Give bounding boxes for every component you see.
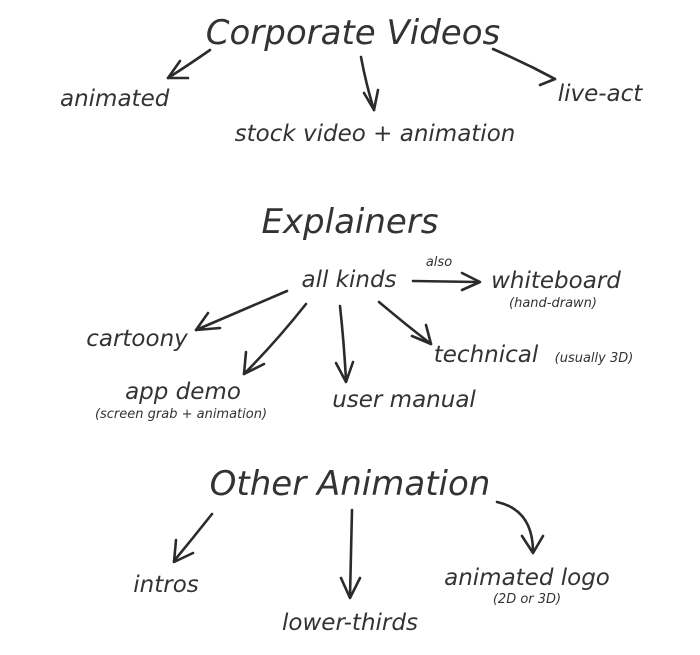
- node-animated-logo: animated logo: [444, 565, 610, 591]
- arrow-allkinds-to-cartoony: [194, 289, 289, 332]
- arrow-corporate-to-animated: [166, 48, 212, 80]
- arrow-allkinds-to-usermanual: [334, 304, 355, 384]
- node-all-kinds: all kinds: [301, 267, 396, 293]
- node-stock-video-animation: stock video + animation: [235, 121, 516, 147]
- note-usually-3d: (usually 3D): [555, 351, 634, 366]
- title-corporate-videos: Corporate Videos: [206, 13, 501, 53]
- arrow-corporate-to-stock: [359, 55, 380, 112]
- node-intros: intros: [133, 572, 199, 598]
- note-screen-grab: (screen grab + animation): [95, 407, 267, 422]
- note-also: also: [426, 255, 452, 270]
- section-corporate-videos: Corporate Videos animated stock video + …: [60, 13, 643, 147]
- arrow-other-to-lowerthirds: [339, 508, 362, 600]
- arrow-other-to-animatedlogo: [495, 500, 545, 555]
- title-explainers: Explainers: [261, 202, 438, 242]
- node-technical: technical: [434, 342, 539, 368]
- arrow-corporate-to-liveact: [491, 47, 557, 87]
- node-live-act: live-act: [558, 81, 644, 107]
- arrow-allkinds-to-appdemo: [242, 302, 308, 376]
- node-whiteboard: whiteboard: [491, 268, 621, 294]
- arrow-other-to-intros: [172, 512, 214, 564]
- node-lower-thirds: lower-thirds: [282, 610, 418, 636]
- section-explainers: Explainers all kinds also whiteboard (ha…: [86, 202, 633, 422]
- note-hand-drawn: (hand-drawn): [509, 296, 597, 311]
- node-app-demo: app demo: [125, 379, 241, 405]
- section-other-animation: Other Animation intros lower-thirds anim…: [133, 464, 610, 636]
- node-cartoony: cartoony: [86, 326, 188, 352]
- note-2d-or-3d: (2D or 3D): [493, 592, 561, 607]
- arrow-allkinds-to-whiteboard: [411, 271, 482, 292]
- title-other-animation: Other Animation: [210, 464, 491, 504]
- arrow-allkinds-to-technical: [377, 300, 433, 346]
- node-user-manual: user manual: [332, 387, 476, 413]
- node-animated: animated: [60, 86, 170, 112]
